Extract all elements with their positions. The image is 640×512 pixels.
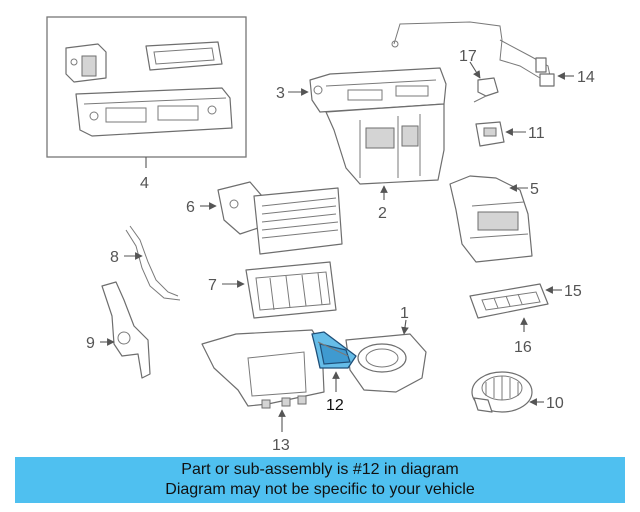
part-7-filter[interactable] — [245, 261, 337, 319]
callout-5: 5 — [530, 181, 539, 198]
part-3-upper-housing[interactable] — [309, 67, 447, 113]
callout-1: 1 — [400, 305, 409, 322]
callout-9: 9 — [86, 335, 95, 352]
info-banner: Part or sub-assembly is #12 in diagram D… — [15, 457, 625, 503]
part-9-bracket[interactable] — [101, 281, 151, 379]
callout-10: 10 — [546, 395, 564, 412]
part-4-control-assembly-box[interactable] — [46, 16, 247, 158]
callout-16: 16 — [514, 339, 532, 356]
callout-13: 13 — [272, 437, 290, 454]
part-14-wire-harness[interactable] — [391, 21, 555, 87]
part-13-lower-case[interactable] — [201, 329, 325, 409]
part-11-actuator[interactable] — [475, 121, 505, 147]
banner-line-1: Part or sub-assembly is #12 in diagram — [181, 461, 459, 478]
callout-8: 8 — [110, 249, 119, 266]
part-5-duct[interactable] — [449, 175, 533, 263]
part-10-blower-motor[interactable] — [471, 371, 533, 413]
callout-14: 14 — [577, 69, 595, 86]
part-8-lever[interactable] — [125, 225, 181, 301]
part-17-sensor[interactable] — [473, 77, 499, 103]
callout-12: 12 — [326, 397, 344, 414]
banner-line-2: Diagram may not be specific to your vehi… — [165, 481, 475, 498]
callout-4: 4 — [140, 175, 149, 192]
part-6-evaporator[interactable] — [217, 181, 343, 255]
callout-11: 11 — [528, 125, 545, 142]
part-2-heater-case[interactable] — [325, 103, 445, 185]
callout-17: 17 — [459, 48, 477, 65]
part-1-blower-housing[interactable] — [345, 333, 427, 393]
callout-15: 15 — [564, 283, 582, 300]
parts-diagram: 4 3 2 14 17 11 — [46, 16, 595, 454]
part-12-highlighted[interactable] — [311, 331, 357, 369]
part-15-mode-door[interactable] — [469, 283, 549, 319]
callout-6: 6 — [186, 199, 195, 216]
callout-2: 2 — [378, 205, 387, 222]
callout-3: 3 — [276, 85, 285, 102]
callout-7: 7 — [208, 277, 217, 294]
